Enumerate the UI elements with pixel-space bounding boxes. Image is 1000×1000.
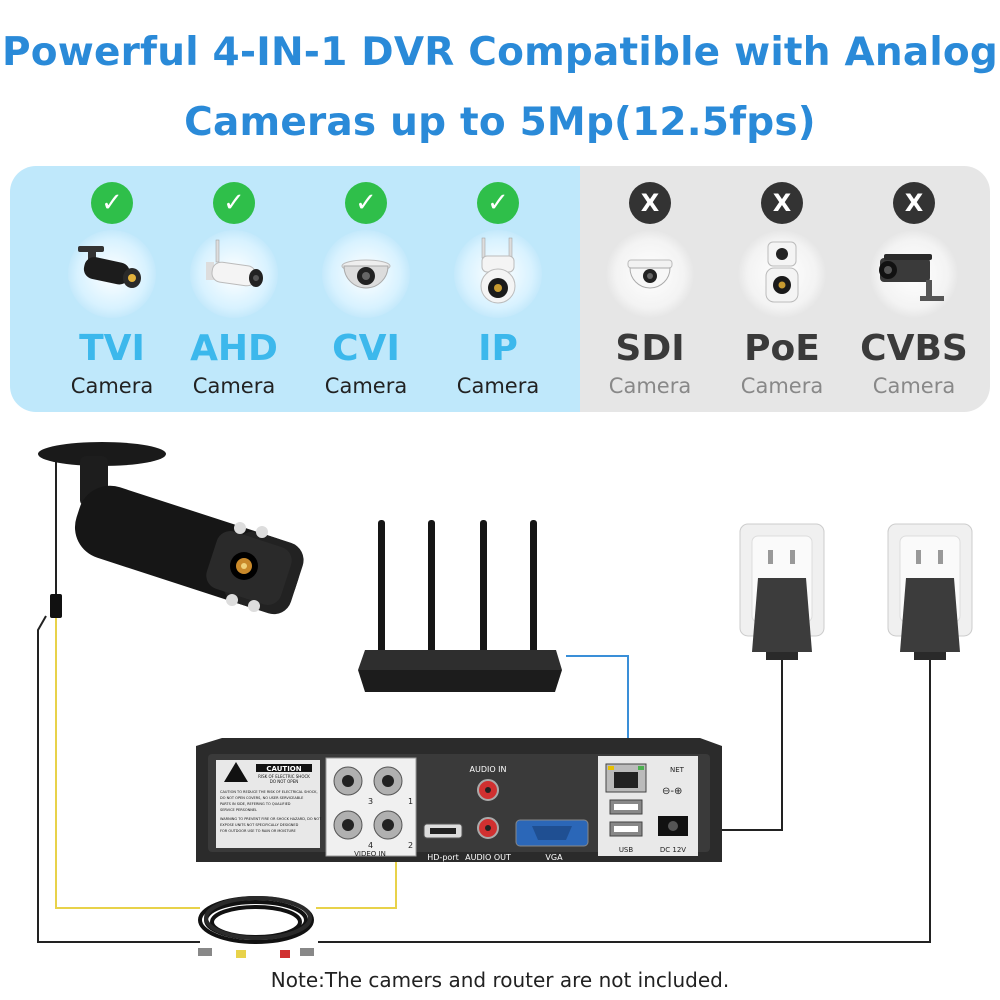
power-symbol-icon: ⊖-⊕ bbox=[662, 786, 682, 797]
check-icon: ✓ bbox=[213, 182, 255, 224]
warning-line: DO NOT OPEN COVERS, NO USER SERVICEABLE bbox=[220, 796, 303, 800]
camera-type-name: TVI bbox=[79, 328, 145, 369]
bullet-camera bbox=[38, 442, 304, 615]
dome-camera-icon bbox=[322, 230, 410, 318]
caution-sub-2: DO NOT OPEN bbox=[270, 779, 298, 784]
router bbox=[358, 520, 562, 692]
camera-type-name: SDI bbox=[615, 328, 685, 369]
check-icon: ✓ bbox=[345, 182, 387, 224]
audio-in-label: AUDIO IN bbox=[469, 765, 506, 774]
check-icon: ✓ bbox=[477, 182, 519, 224]
camera-type-tvi: ✓ TVI Camera bbox=[46, 166, 178, 412]
camera-type-name: IP bbox=[478, 328, 518, 369]
wall-outlet-right bbox=[887, 523, 973, 660]
caution-sub-1: RISK OF ELECTRIC SHOCK bbox=[258, 774, 310, 779]
bullet-camera-icon bbox=[68, 230, 156, 318]
cable-splitter bbox=[50, 594, 62, 618]
port-number: 3 bbox=[368, 797, 373, 806]
warning-line: FOR OUTDOOR USE TO RAIN OR MOISTURE bbox=[220, 829, 296, 833]
dvr-recorder: CAUTION RISK OF ELECTRIC SHOCK DO NOT OP… bbox=[196, 738, 722, 862]
camera-type-poe: X PoE Camera bbox=[716, 166, 848, 412]
net-label: NET bbox=[670, 766, 685, 774]
headline-line-1: Powerful 4-IN-1 DVR Compatible with Anal… bbox=[1, 30, 999, 75]
dual-lens-ptz-camera-icon bbox=[738, 230, 826, 318]
connection-diagram: CAUTION RISK OF ELECTRIC SHOCK DO NOT OP… bbox=[37, 442, 973, 958]
camera-type-ip: ✓ IP Camera bbox=[432, 166, 564, 412]
cross-mark: X bbox=[629, 182, 671, 224]
video-cables bbox=[55, 616, 397, 909]
warning-line: WARNING TO PREVENT FIRE OR SHOCK HAZARD,… bbox=[220, 817, 322, 821]
vga-label: VGA bbox=[545, 853, 563, 862]
camera-type-label: Camera bbox=[872, 374, 956, 398]
cross-mark: X bbox=[761, 182, 803, 224]
hd-port-label: HD-port bbox=[427, 853, 458, 862]
camera-type-name: PoE bbox=[744, 328, 820, 369]
camera-type-cvi: ✓ CVI Camera bbox=[300, 166, 432, 412]
camera-type-label: Camera bbox=[70, 374, 154, 398]
camera-type-ahd: ✓ AHD Camera bbox=[168, 166, 300, 412]
bnc-cable-coil bbox=[198, 896, 314, 958]
camera-type-label: Camera bbox=[324, 374, 408, 398]
port-number: 1 bbox=[408, 797, 413, 806]
camera-power-lead bbox=[37, 460, 200, 943]
caution-title: CAUTION bbox=[266, 765, 301, 773]
audio-out-label: AUDIO OUT bbox=[465, 853, 511, 862]
network-cable bbox=[566, 655, 629, 770]
bnc-port bbox=[333, 766, 403, 840]
camera-type-name: CVI bbox=[332, 328, 400, 369]
camera-type-label: Camera bbox=[740, 374, 824, 398]
wall-outlet-left bbox=[739, 523, 825, 660]
dome-camera-icon bbox=[606, 230, 694, 318]
box-camera-icon bbox=[870, 230, 958, 318]
headline-line-2: Cameras up to 5Mp(12.5fps) bbox=[184, 100, 816, 145]
camera-type-name: AHD bbox=[190, 328, 278, 369]
port-number: 4 bbox=[368, 841, 373, 850]
camera-type-label: Camera bbox=[608, 374, 692, 398]
check-icon: ✓ bbox=[91, 182, 133, 224]
video-in-label: VIDEO IN bbox=[354, 850, 386, 858]
warning-line: PARTS IN SIDE, REFERING TO QUALIFIED bbox=[220, 802, 291, 806]
ptz-camera-icon bbox=[454, 230, 542, 318]
cross-mark: X bbox=[893, 182, 935, 224]
camera-type-name: CVBS bbox=[860, 328, 968, 369]
warning-line: CAUTION TO REDUCE THE RISK OF ELECTRICAL… bbox=[220, 790, 318, 794]
camera-type-sdi: X SDI Camera bbox=[584, 166, 716, 412]
usb-label: USB bbox=[619, 846, 634, 854]
disclaimer-note: Note:The camers and router are not inclu… bbox=[270, 968, 730, 992]
dc-label: DC 12V bbox=[660, 846, 686, 854]
warning-line: SERVICE PERSONNEL bbox=[220, 808, 257, 812]
warning-line: EXPOSE UNITS NOT SPECIFICALLY DESIGNED bbox=[220, 823, 299, 827]
camera-type-label: Camera bbox=[192, 374, 276, 398]
port-number: 2 bbox=[408, 841, 413, 850]
wifi-bullet-camera-icon bbox=[190, 230, 278, 318]
camera-type-cvbs: X CVBS Camera bbox=[848, 166, 980, 412]
camera-type-label: Camera bbox=[456, 374, 540, 398]
